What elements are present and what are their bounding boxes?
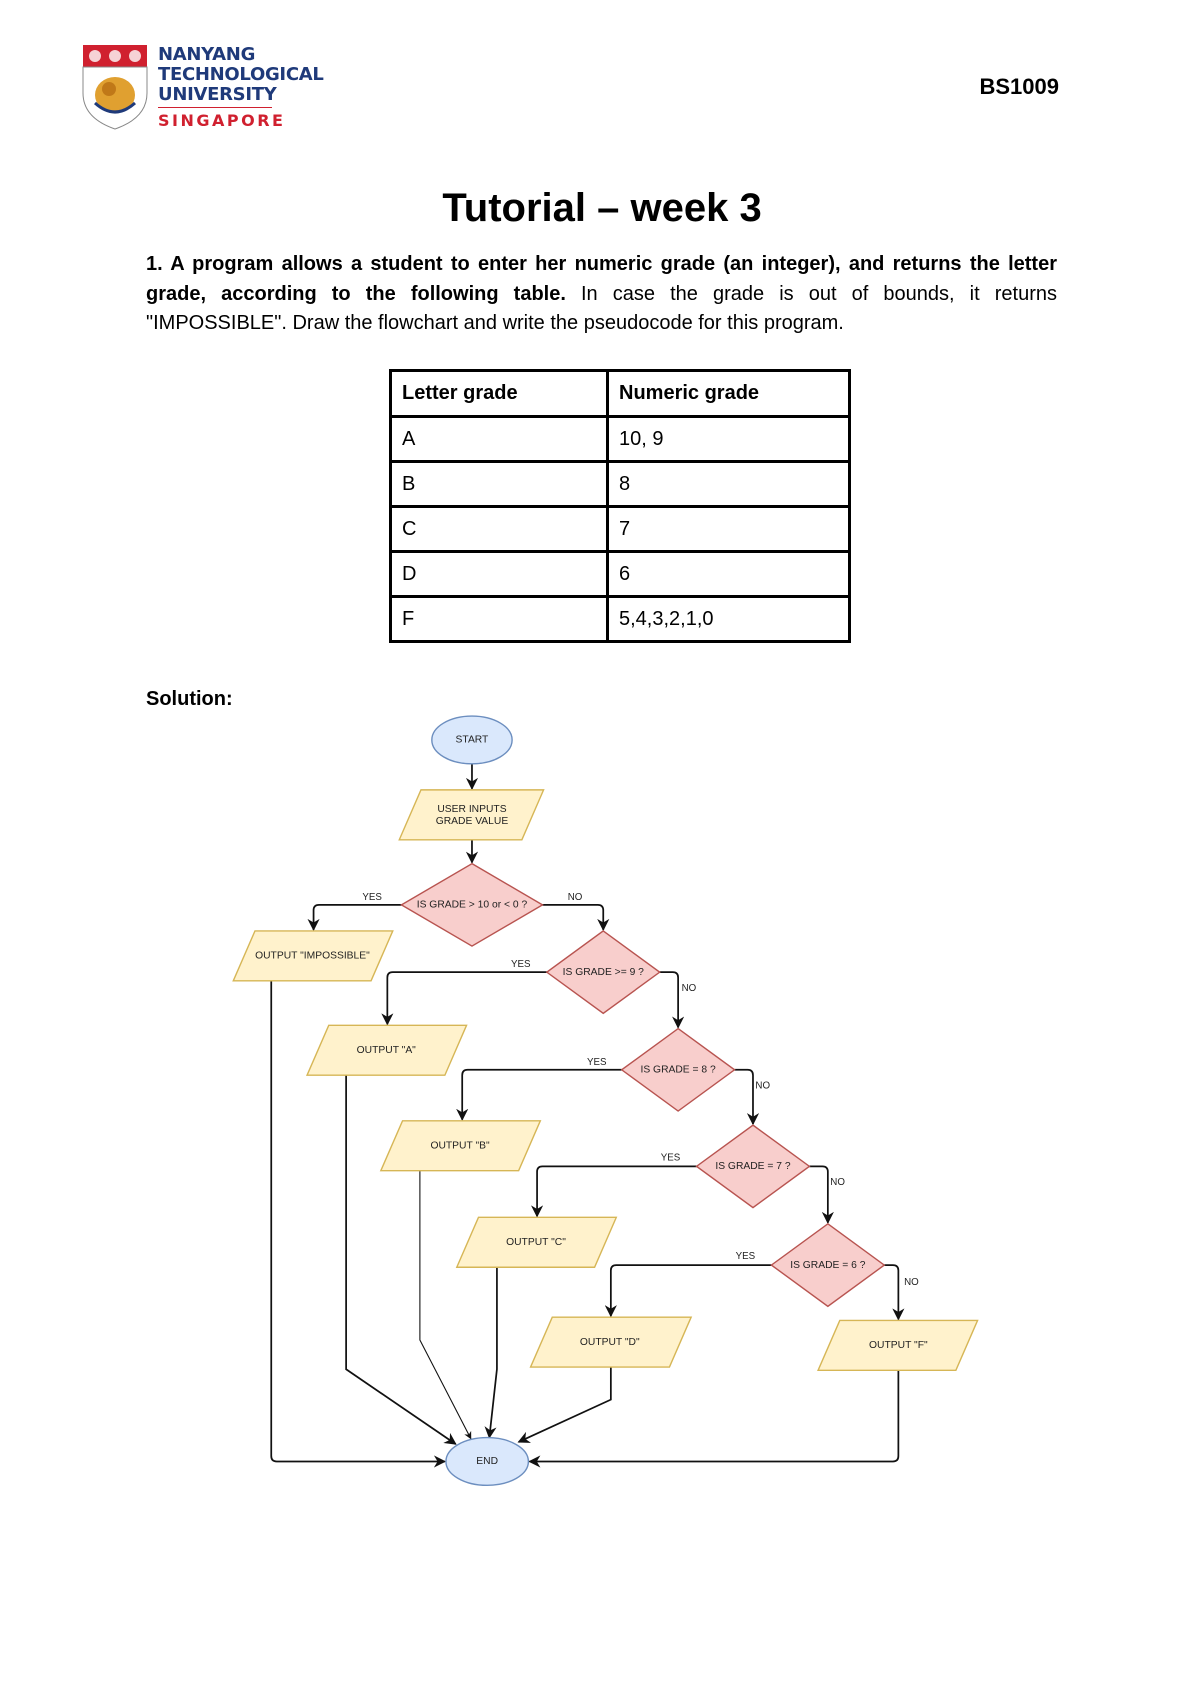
output-label: OUTPUT "IMPOSSIBLE": [255, 951, 370, 962]
page-title: Tutorial – week 3: [442, 186, 762, 230]
decision-grade-a: IS GRADE >= 9 ?: [545, 930, 661, 1015]
flowchart-edges: [270, 763, 905, 1468]
logo-text-university: UNIVERSITY: [158, 84, 277, 105]
output-d: OUTPUT "D": [529, 1316, 693, 1368]
ntu-logo: NANYANG TECHNOLOGICAL UNIVERSITY SINGAPO…: [81, 43, 324, 135]
edge-impossible-end: [270, 980, 447, 1468]
output-c: OUTPUT "C": [455, 1216, 618, 1268]
start-node: START: [431, 715, 513, 765]
yes-label: YES: [661, 1152, 681, 1163]
yes-label: YES: [362, 892, 382, 903]
ntu-crest-icon: [82, 45, 148, 130]
end-label: END: [476, 1456, 498, 1467]
output-label: OUTPUT "B": [430, 1140, 490, 1151]
decision-label: IS GRADE >= 9 ?: [563, 967, 645, 978]
table-cell: F: [389, 595, 609, 643]
output-b: OUTPUT "B": [379, 1120, 542, 1172]
edge-d4-yes: [530, 1165, 697, 1218]
table-cell: D: [389, 550, 609, 598]
decision-out-of-bounds: IS GRADE > 10 or < 0 ?: [400, 862, 544, 947]
edge-c-end: [484, 1267, 498, 1439]
output-label: OUTPUT "D": [580, 1337, 640, 1348]
table-cell: A: [389, 415, 609, 463]
decision-label: IS GRADE = 6 ?: [790, 1260, 866, 1271]
table-cell: 8: [606, 460, 851, 508]
input-label-line1: USER INPUTS: [437, 804, 506, 815]
edge-d4-no: [809, 1165, 834, 1224]
no-label: NO: [830, 1177, 845, 1188]
no-label: NO: [568, 892, 583, 903]
edge-d1-yes: [307, 904, 402, 932]
output-label: OUTPUT "F": [869, 1340, 928, 1351]
edge-d5-no: [884, 1264, 905, 1321]
logo-text-singapore: SINGAPORE: [158, 111, 286, 130]
yes-label: YES: [511, 959, 531, 970]
decision-label: IS GRADE = 8 ?: [640, 1065, 716, 1076]
decision-label: IS GRADE > 10 or < 0 ?: [417, 900, 528, 911]
output-a: OUTPUT "A": [305, 1024, 468, 1076]
table-header: Letter grade: [389, 369, 609, 418]
decision-grade-d: IS GRADE = 6 ?: [770, 1222, 886, 1308]
logo-text-nanyang: NANYANG: [158, 44, 256, 65]
no-label: NO: [755, 1081, 770, 1092]
edge-d5-yes: [604, 1264, 772, 1318]
table-cell: B: [389, 460, 609, 508]
table-cell: 6: [606, 550, 851, 598]
edge-d2-no: [659, 971, 685, 1029]
input-node: USER INPUTS GRADE VALUE: [398, 789, 545, 841]
table-header-row: Letter grade Numeric grade: [389, 369, 851, 418]
edge-f-end: [528, 1370, 900, 1468]
table-cell: 5,4,3,2,1,0: [606, 595, 851, 643]
no-label: NO: [904, 1277, 919, 1288]
logo-divider: [158, 107, 272, 108]
edge-d-end: [517, 1367, 612, 1443]
table-header: Numeric grade: [606, 369, 851, 418]
decision-grade-c: IS GRADE = 7 ?: [695, 1124, 811, 1209]
question-bold: 1. A program allows a student to enter h…: [146, 253, 1057, 305]
start-label: START: [456, 735, 490, 746]
edge-d3-yes: [456, 1068, 622, 1121]
decision-label: IS GRADE = 7 ?: [715, 1161, 791, 1172]
output-impossible: OUTPUT "IMPOSSIBLE": [232, 930, 394, 982]
table-cell: 10, 9: [606, 415, 851, 463]
decision-grade-b: IS GRADE = 8 ?: [620, 1027, 736, 1112]
output-label: OUTPUT "A": [357, 1045, 417, 1056]
edge-d1-no: [542, 904, 610, 932]
end-node: END: [445, 1436, 530, 1487]
logo-text-technological: TECHNOLOGICAL: [158, 64, 324, 85]
solution-label: Solution:: [146, 688, 233, 710]
table-cell: 7: [606, 505, 851, 553]
course-code: BS1009: [979, 74, 1059, 99]
table-cell: C: [389, 505, 609, 553]
output-f: OUTPUT "F": [817, 1319, 979, 1372]
edge-d3-no: [734, 1068, 760, 1126]
yes-label: YES: [736, 1251, 756, 1262]
edge-a-end: [345, 1075, 457, 1445]
no-label: NO: [682, 983, 697, 994]
edge-b-end: [419, 1170, 472, 1440]
yes-label: YES: [587, 1057, 607, 1068]
input-label-line2: GRADE VALUE: [436, 816, 509, 827]
edge-d2-yes: [381, 971, 547, 1026]
question-normal: In case the grade is out of bounds, it r…: [146, 282, 1057, 335]
question-text: 1. A program allows a student to enter h…: [146, 250, 1057, 339]
output-label: OUTPUT "C": [506, 1237, 566, 1248]
